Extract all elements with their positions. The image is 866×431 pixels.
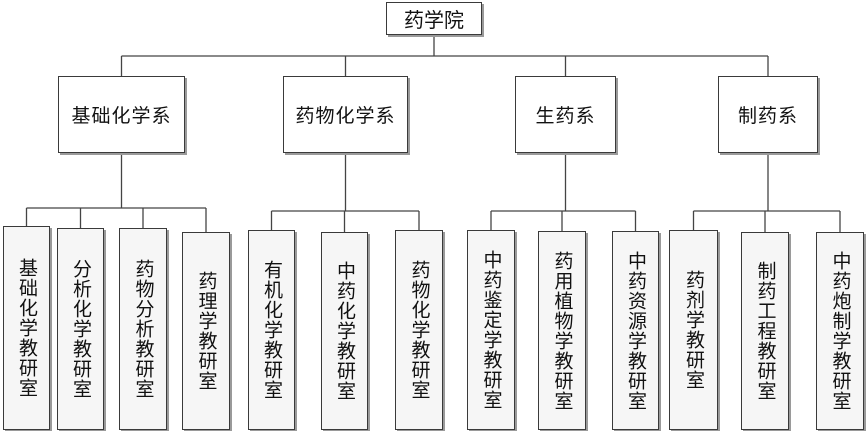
unit-node-2-1-label: 药用植物学教研室	[551, 250, 574, 411]
unit-node-1-1-label: 中药化学教研室	[334, 261, 356, 401]
root-node: 药学院	[386, 2, 482, 35]
unit-node-2-0: 中药鉴定学教研室	[467, 230, 515, 430]
unit-node-3-1: 制药工程教研室	[741, 232, 789, 430]
unit-node-2-2: 中药资源学教研室	[612, 231, 659, 430]
unit-node-1-0: 有机化学教研室	[248, 230, 295, 430]
unit-node-0-1-label: 分析化学教研室	[70, 259, 92, 399]
unit-node-3-0: 药剂学教研室	[669, 230, 718, 430]
unit-node-1-2: 药物化学教研室	[395, 230, 443, 430]
unit-node-3-2: 中药炮制学教研室	[816, 232, 864, 430]
unit-node-0-2-label: 药物分析教研室	[132, 259, 155, 399]
unit-node-0-1: 分析化学教研室	[57, 228, 104, 430]
department-node-0: 基础化学系	[58, 76, 185, 153]
unit-node-0-2: 药物分析教研室	[119, 228, 167, 430]
unit-node-1-0-label: 有机化学教研室	[261, 260, 283, 400]
department-node-1: 药物化学系	[283, 76, 408, 153]
department-node-0-label: 基础化学系	[71, 105, 172, 127]
department-node-2: 生药系	[515, 76, 616, 153]
unit-node-3-2-label: 中药炮制学教研室	[829, 251, 852, 411]
unit-node-2-0-label: 中药鉴定学教研室	[480, 250, 503, 410]
department-node-2-label: 生药系	[535, 105, 596, 127]
unit-node-2-1: 药用植物学教研室	[538, 231, 586, 430]
unit-node-0-3: 药理学教研室	[182, 232, 230, 430]
unit-node-0-0: 基础化学教研室	[3, 226, 50, 430]
unit-node-0-0-label: 基础化学教研室	[16, 258, 38, 398]
department-node-1-label: 药物化学系	[295, 105, 396, 127]
unit-node-0-3-label: 药理学教研室	[195, 271, 218, 391]
unit-node-3-0-label: 药剂学教研室	[683, 270, 705, 390]
unit-node-2-2-label: 中药资源学教研室	[625, 250, 647, 411]
department-node-3: 制药系	[718, 76, 818, 153]
department-node-3-label: 制药系	[737, 105, 798, 127]
unit-node-1-2-label: 药物化学教研室	[408, 260, 431, 400]
unit-node-3-1-label: 制药工程教研室	[754, 261, 777, 401]
root-node-label: 药学院	[404, 8, 464, 32]
unit-node-1-1: 中药化学教研室	[321, 232, 368, 430]
